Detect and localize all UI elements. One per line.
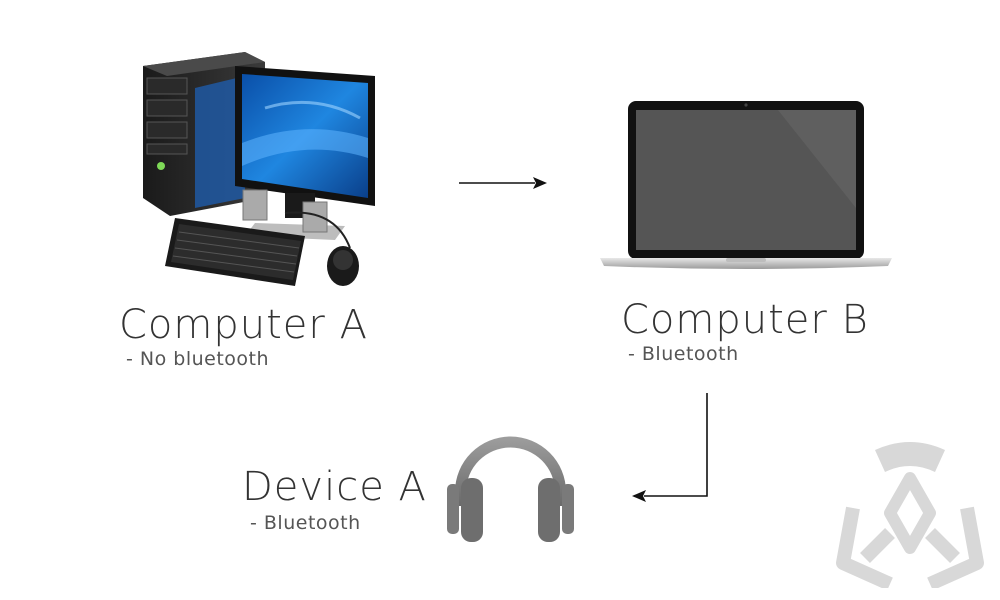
biohazard-logo [836, 442, 984, 588]
arrow-b-to-device [632, 393, 708, 502]
computer-b-title: Computer B [621, 297, 869, 343]
computer-a-title: Computer A [119, 302, 368, 348]
headphones-icon [447, 436, 574, 542]
laptop-icon [600, 101, 892, 269]
device-a-subtitle: - Bluetooth [250, 512, 361, 534]
desktop-computer-icon [143, 52, 375, 286]
arrow-a-to-b [459, 177, 547, 189]
device-a-title: Device A [242, 464, 427, 510]
computer-a-subtitle: - No bluetooth [126, 348, 270, 370]
computer-b-subtitle: - Bluetooth [628, 343, 739, 365]
